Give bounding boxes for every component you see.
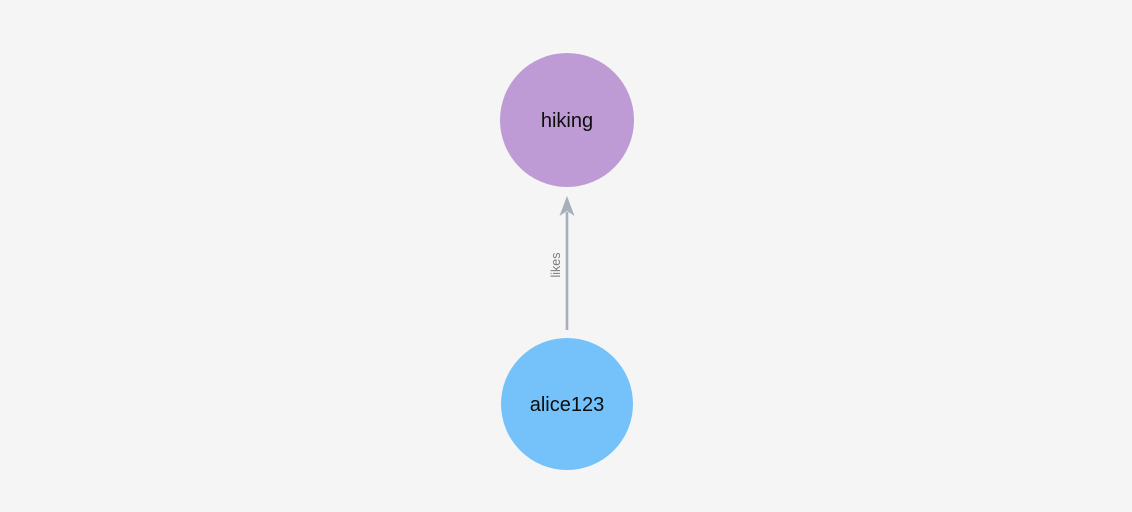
- arrowhead-icon: [559, 196, 575, 216]
- node-alice123[interactable]: alice123: [501, 338, 633, 470]
- node-hiking-label: hiking: [541, 110, 593, 132]
- edge-alice123-likes-hiking[interactable]: likes: [549, 196, 575, 330]
- edge-label: likes: [549, 252, 563, 277]
- node-alice123-label: alice123: [530, 394, 605, 416]
- node-hiking[interactable]: hiking: [500, 53, 634, 187]
- node-hiking-circle: [500, 53, 634, 187]
- node-alice123-circle: [501, 338, 633, 470]
